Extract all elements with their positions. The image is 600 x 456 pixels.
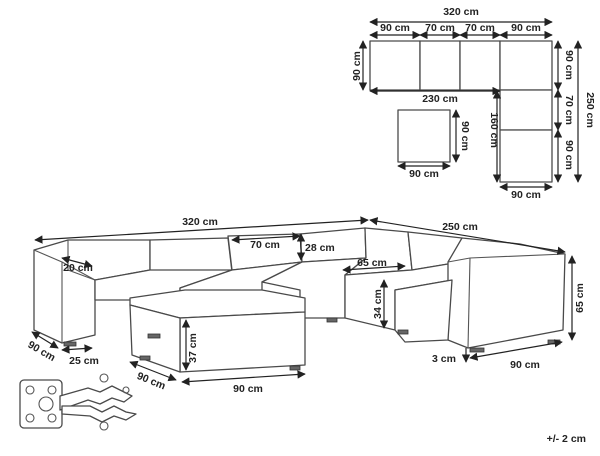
right-front-seat	[394, 279, 453, 343]
plan-right-seg-3: 90 cm	[563, 140, 575, 170]
clip-hook	[61, 405, 137, 423]
back-cushion-1	[149, 237, 233, 273]
plan-module-corner	[499, 40, 553, 91]
persp-back-height: 28 cm	[305, 242, 335, 254]
plan-seg-1: 90 cm	[380, 22, 410, 34]
perspective-view: 320 cm 250 cm 70 cm 28 cm 20 cm 65 cm 34…	[26, 216, 586, 395]
screw-icon	[47, 385, 57, 395]
tolerance-note: +/- 2 cm	[547, 433, 586, 445]
plan-view: 320 cm 90 cm 70 cm 70 cm 90 cm 90 cm 230…	[351, 6, 596, 201]
persp-ottoman-width: 90 cm	[233, 383, 263, 395]
persp-foot-offset: 25 cm	[69, 355, 99, 367]
persp-total-width: 320 cm	[182, 216, 218, 228]
screw-icon	[25, 385, 35, 395]
persp-right-width: 90 cm	[510, 359, 540, 371]
screw-icon	[122, 386, 130, 394]
plan-module-right-1	[499, 89, 553, 131]
plan-seg-2: 70 cm	[425, 22, 455, 34]
leg	[139, 355, 151, 361]
plan-seg-4: 90 cm	[511, 22, 541, 34]
plan-bottom-width: 90 cm	[511, 189, 541, 201]
screw-icon	[99, 421, 109, 431]
plan-module-3	[459, 40, 501, 91]
persp-seat-height: 34 cm	[372, 289, 384, 319]
clip-hook	[59, 385, 133, 411]
plan-inner-depth: 160 cm	[488, 112, 500, 148]
screw-icon	[25, 413, 35, 423]
screw-icon	[47, 413, 57, 423]
plan-seg-3: 70 cm	[465, 22, 495, 34]
plan-module-1	[369, 40, 421, 91]
persp-total-depth: 250 cm	[442, 221, 478, 233]
plan-inner-width: 230 cm	[422, 93, 458, 105]
leg	[289, 365, 301, 371]
persp-arm-width: 20 cm	[63, 262, 93, 274]
persp-total-height: 65 cm	[574, 283, 586, 313]
persp-ottoman-height: 37 cm	[187, 333, 199, 363]
plan-module-right-2	[499, 129, 553, 183]
plan-total-depth: 250 cm	[584, 92, 596, 128]
leg	[63, 341, 77, 347]
plan-ottoman	[397, 109, 451, 163]
connector-clip-detail	[19, 373, 137, 431]
plan-right-seg-2: 70 cm	[563, 95, 575, 125]
plan-total-width: 320 cm	[443, 6, 479, 18]
plan-left-depth: 90 cm	[351, 51, 363, 81]
plan-right-seg-1: 90 cm	[563, 50, 575, 80]
persp-seat-depth: 65 cm	[357, 257, 387, 269]
leg	[326, 317, 338, 323]
persp-left-depth: 90 cm	[26, 339, 58, 364]
clip-plate	[19, 379, 63, 429]
plan-ottoman-width: 90 cm	[409, 168, 439, 180]
leg	[469, 347, 485, 353]
ottoman-side	[129, 304, 181, 373]
persp-seat-width: 70 cm	[250, 239, 280, 251]
persp-ottoman-depth: 90 cm	[135, 370, 167, 392]
plan-module-2	[419, 40, 461, 91]
screw-icon	[38, 396, 54, 412]
leg	[397, 329, 409, 335]
plan-ottoman-depth: 90 cm	[459, 121, 471, 151]
persp-leg-height: 3 cm	[432, 353, 456, 365]
leg	[147, 333, 161, 339]
screw-icon	[99, 373, 109, 383]
